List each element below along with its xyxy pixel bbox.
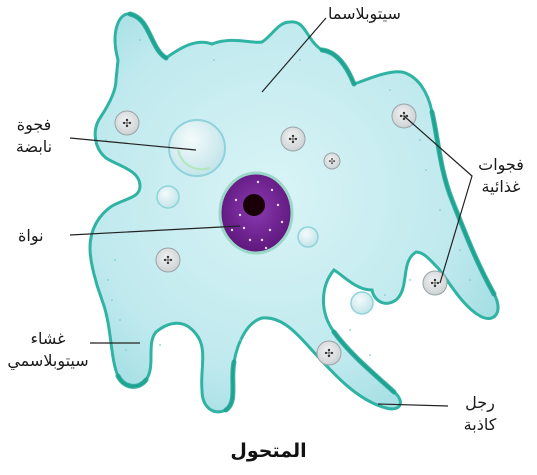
small-vacuole — [157, 186, 179, 208]
label-membrane-line1: غشاء — [6, 328, 90, 350]
label-contractile-vacuole: فجوة نابضة — [4, 114, 64, 158]
small-vacuole — [351, 292, 373, 314]
cell-membrane — [90, 14, 498, 412]
label-pseudopod: رجل كاذبة — [450, 392, 510, 436]
label-cytoplasm: سيتوبلاسما — [328, 4, 401, 24]
label-contractile-vacuole-line1: فجوة — [4, 114, 64, 136]
label-food-vacuoles: فجوات غذائية — [470, 154, 532, 198]
label-membrane-line2: سيتوبلاسمي — [6, 350, 90, 372]
label-pseudopod-line2: كاذبة — [450, 414, 510, 436]
label-pseudopod-line1: رجل — [450, 392, 510, 414]
nucleolus — [243, 194, 265, 216]
label-food-vacuoles-line2: غذائية — [470, 176, 532, 198]
svg-text:✣: ✣ — [122, 117, 131, 130]
svg-text:✣: ✣ — [329, 157, 336, 166]
svg-text:✣: ✣ — [288, 133, 297, 146]
label-membrane: غشاء سيتوبلاسمي — [6, 328, 90, 372]
svg-text:✣: ✣ — [163, 254, 172, 267]
diagram-title: المتحول — [0, 440, 537, 462]
label-nucleus: نواة — [18, 226, 44, 246]
small-vacuole — [298, 227, 318, 247]
label-food-vacuoles-line1: فجوات — [470, 154, 532, 176]
svg-text:✣: ✣ — [324, 347, 333, 360]
svg-text:✣: ✣ — [430, 277, 439, 290]
label-contractile-vacuole-line2: نابضة — [4, 136, 64, 158]
